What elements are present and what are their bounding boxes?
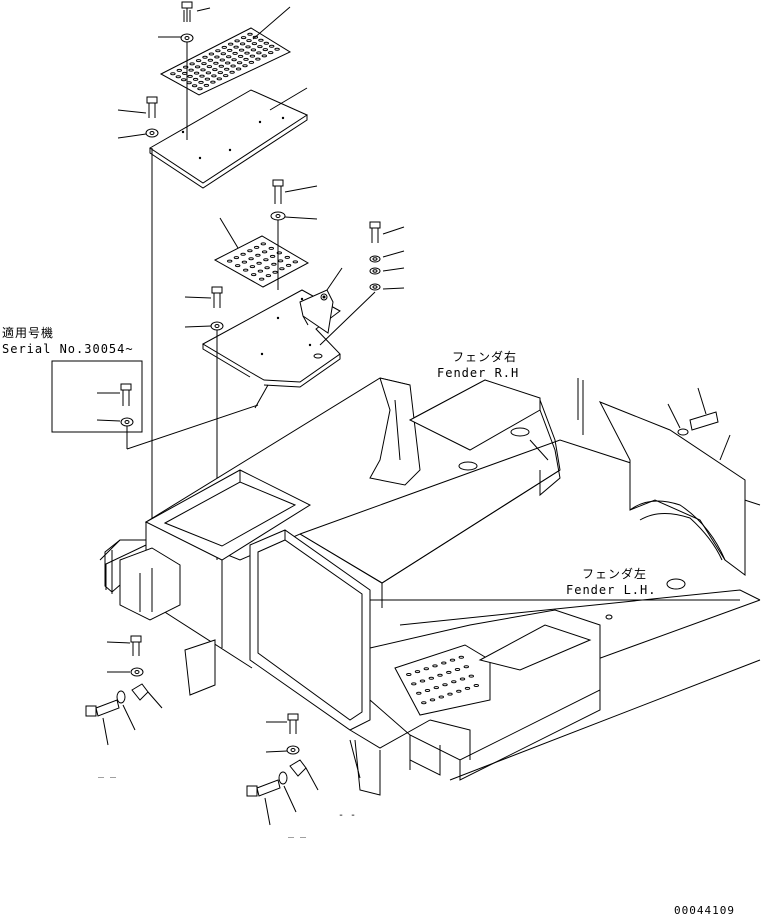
- bolt-middle: [270, 179, 318, 290]
- checker-plate-middle: [213, 217, 310, 288]
- fender-rh-jp-label: フェンダ右: [452, 350, 518, 364]
- svg-text:- -: - -: [338, 810, 356, 821]
- bolt-left-middle: [184, 286, 224, 390]
- bolt-right-middle: [319, 221, 405, 346]
- svg-text:_ _: _ _: [288, 827, 307, 838]
- bolt-left-upper: [117, 96, 159, 139]
- bracket: [299, 267, 343, 334]
- bolt-top: [158, 1, 291, 43]
- bolt-lower-left: _ _: [85, 635, 163, 778]
- drawing-number: 00044109: [674, 904, 735, 917]
- rear-fender-rh: [577, 378, 746, 576]
- main-frame: [99, 377, 761, 796]
- cover-plate-upper: [149, 87, 309, 189]
- serial-note-box: [51, 360, 259, 450]
- fender-rh-label: Fender R.H: [437, 366, 520, 380]
- bolt-lower-right: _ _ - -: [246, 713, 361, 838]
- svg-text:_ _: _ _: [98, 767, 117, 778]
- applicable-machine-label: 適用号機: [2, 326, 55, 340]
- fender-lh-jp-label: フェンダ左: [582, 567, 648, 581]
- fender-lh-label: Fender L.H.: [566, 583, 657, 597]
- serial-number-label: Serial No.30054~: [2, 342, 134, 356]
- checker-plate-upper: [159, 27, 292, 96]
